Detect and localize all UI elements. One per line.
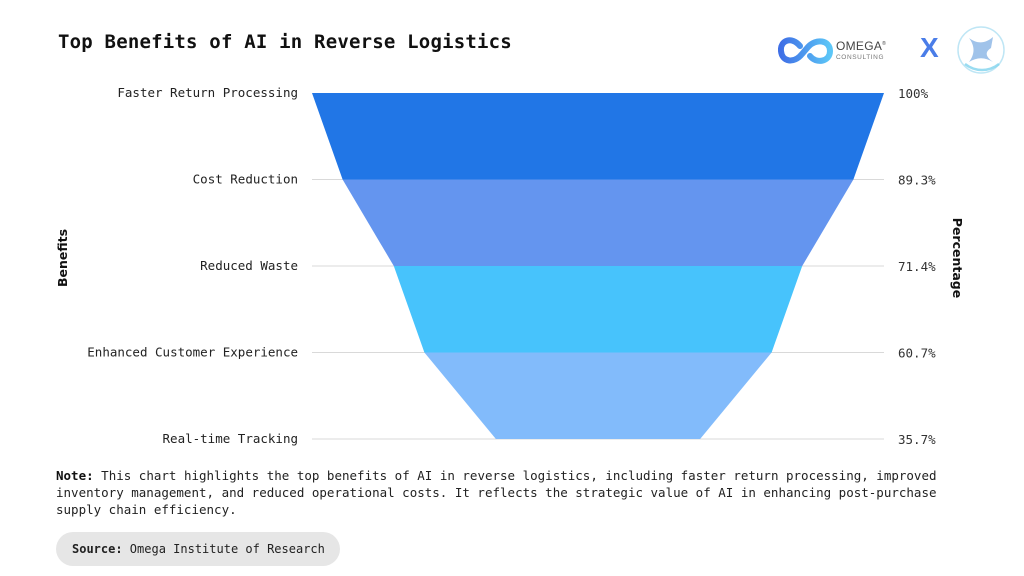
brand-sub: CONSULTING xyxy=(836,54,885,61)
category-label: Faster Return Processing xyxy=(117,85,298,100)
value-label: 60.7% xyxy=(898,346,936,361)
value-labels: 100% 89.3% 71.4% 60.7% 35.7% xyxy=(898,86,936,447)
funnel-segment-1 xyxy=(312,93,884,180)
right-axis-title: Percentage xyxy=(950,218,965,298)
partner-globe-icon xyxy=(957,26,1005,74)
infinity-logo-icon xyxy=(778,37,834,64)
value-label: 100% xyxy=(898,86,929,101)
note-label: Note: xyxy=(56,468,94,483)
value-label: 71.4% xyxy=(898,259,936,274)
source-badge: Source: Omega Institute of Research xyxy=(56,532,340,566)
funnel-segment-4 xyxy=(424,352,772,439)
value-label: 35.7% xyxy=(898,432,936,447)
chart-title: Top Benefits of AI in Reverse Logistics xyxy=(58,31,512,53)
source-label: Source: xyxy=(72,542,123,556)
source-text: Omega Institute of Research xyxy=(122,542,325,556)
left-axis-title: Benefits xyxy=(55,229,70,287)
category-label: Real-time Tracking xyxy=(163,431,298,446)
brand-name: OMEGA xyxy=(836,39,883,53)
note-text: This chart highlights the top benefits o… xyxy=(56,468,937,517)
brand-mark: ® xyxy=(882,41,887,47)
funnel-segments xyxy=(312,93,884,439)
omega-consulting-wordmark: OMEGA® CONSULTING xyxy=(836,38,886,62)
collaboration-x: X xyxy=(920,32,939,63)
value-label: 89.3% xyxy=(898,173,936,188)
chart-note: Note: This chart highlights the top bene… xyxy=(56,467,976,518)
funnel-segment-3 xyxy=(393,266,803,353)
category-label: Reduced Waste xyxy=(200,258,298,273)
category-label: Enhanced Customer Experience xyxy=(87,345,298,360)
funnel-segment-2 xyxy=(342,179,854,266)
category-label: Cost Reduction xyxy=(193,172,298,187)
brand-logos: OMEGA® CONSULTING X xyxy=(778,24,1018,80)
